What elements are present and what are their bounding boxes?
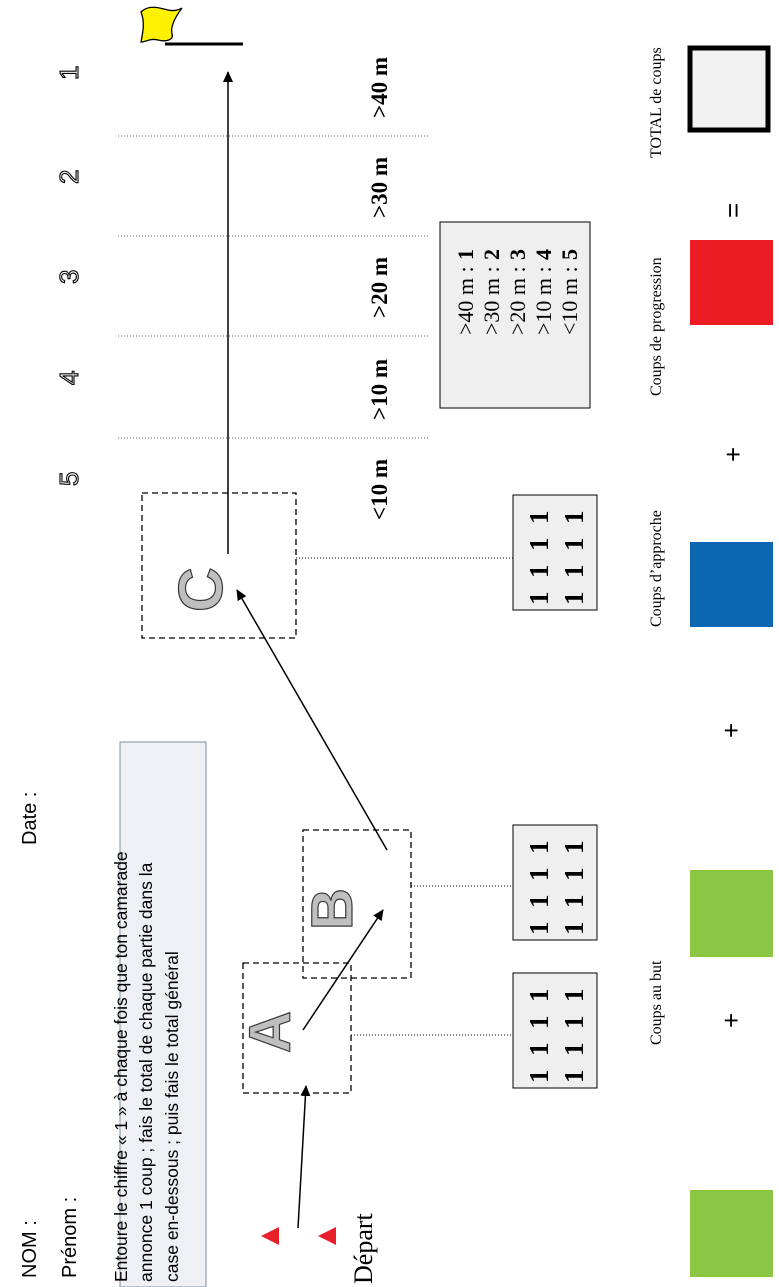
plus-sign: + — [718, 447, 748, 462]
tally-digit[interactable]: 1 — [524, 1043, 554, 1057]
legend-distance: <10 m : — [557, 266, 582, 335]
equals-sign: = — [718, 203, 748, 218]
legend-distance: >30 m : — [479, 266, 504, 335]
flag-icon — [140, 6, 243, 46]
legend-value: 3 — [505, 249, 530, 260]
header-section: NOM : Prénom : Date : Entoure le chiffre… — [19, 741, 207, 1287]
score-box-blue[interactable] — [690, 542, 773, 627]
path-arrow-start-a — [297, 1085, 311, 1229]
instruction-line-2: annonce 1 coup ; fais le total de chaque… — [136, 862, 156, 1282]
station-letter-c: C — [167, 567, 236, 612]
tally-box-a — [512, 972, 598, 1089]
legend-value: 1 — [453, 249, 478, 260]
zone-distances: <10 m >10 m >20 m >30 m >40 m — [367, 57, 392, 520]
scoring-section: Coups au but Coups d’approche Coups de p… — [648, 45, 773, 1277]
tally-digit[interactable]: 1 — [559, 1070, 589, 1084]
zone-number: 2 — [54, 170, 84, 184]
zone-numbers: 5 4 3 2 1 — [53, 65, 84, 487]
legend-value: 2 — [479, 249, 504, 260]
tally-box-c — [512, 494, 598, 611]
tally-digit[interactable]: 1 — [559, 868, 589, 882]
zone-distance: >10 m — [367, 359, 392, 420]
start-marker-icon — [261, 1227, 279, 1245]
tally-box-b — [512, 824, 598, 941]
tally-digit[interactable]: 1 — [524, 1016, 554, 1030]
nom-label: NOM : — [19, 1220, 41, 1278]
station-box-a — [242, 962, 352, 1094]
tally-digit[interactable]: 1 — [524, 895, 554, 909]
instruction-box — [119, 741, 207, 1287]
tally-digit[interactable]: 1 — [559, 538, 589, 552]
tally-digit[interactable]: 1 — [559, 895, 589, 909]
depart-label: Départ — [349, 1212, 378, 1284]
legend-distance: >20 m : — [505, 266, 530, 335]
tally-digit[interactable]: 1 — [524, 538, 554, 552]
tally-digit[interactable]: 1 — [524, 868, 554, 882]
legend-distance: >10 m : — [531, 266, 556, 335]
tally-digit[interactable]: 1 — [559, 989, 589, 1003]
zone-separators — [118, 135, 430, 439]
tally-digit[interactable]: 1 — [559, 1043, 589, 1057]
score-box-green[interactable] — [690, 870, 773, 957]
tally-digit[interactable]: 1 — [524, 592, 554, 606]
tally-digit[interactable]: 1 — [524, 1070, 554, 1084]
zone-distance: <10 m — [367, 459, 392, 520]
coups-au-but-label: Coups au but — [648, 960, 665, 1045]
legend-distance: >40 m : — [453, 266, 478, 335]
legend-value: 4 — [531, 249, 556, 260]
path-arrow-b-c — [236, 589, 388, 851]
tally-digit[interactable]: 1 — [559, 592, 589, 606]
zone-number: 3 — [54, 270, 84, 284]
plus-sign: + — [716, 723, 746, 738]
tally-digit[interactable]: 1 — [524, 989, 554, 1003]
date-label: Date : — [19, 792, 41, 845]
coups-approche-label: Coups d’approche — [648, 510, 665, 627]
tally-digit[interactable]: 1 — [559, 1016, 589, 1030]
zone-distance: >40 m — [367, 57, 392, 118]
zone-number: 1 — [54, 66, 84, 80]
course-section: Départ A B C — [140, 6, 412, 1284]
tally-digits: 1 1 1 1 1 1 1 1 1 1 1 1 1 1 1 1 1 1 1 1 … — [524, 511, 589, 1084]
station-box-b — [302, 829, 412, 979]
tally-digit[interactable]: 1 — [524, 922, 554, 936]
score-box-green[interactable] — [690, 1190, 773, 1277]
coups-progression-label: Coups de progression — [648, 257, 665, 396]
tally-digit[interactable]: 1 — [559, 565, 589, 579]
zone-distance: >30 m — [367, 157, 392, 218]
tally-digit[interactable]: 1 — [524, 511, 554, 525]
distance-legend: >40 m : >30 m : >20 m : >10 m : <10 m : … — [439, 221, 591, 409]
station-letter-a: A — [238, 1011, 303, 1053]
zone-number: 5 — [54, 472, 84, 486]
legend-value: 5 — [557, 249, 582, 260]
instruction-line-1: Entoure le chiffre « 1 » à chaque fois q… — [111, 851, 131, 1282]
instruction-line-3: case en-dessous ; puis fais le total gén… — [162, 951, 182, 1282]
tally-digit[interactable]: 1 — [559, 511, 589, 525]
zone-distance: >20 m — [367, 257, 392, 318]
score-box-total[interactable] — [687, 45, 771, 133]
tally-section: 1 1 1 1 1 1 1 1 1 1 1 1 1 1 1 1 1 1 1 1 … — [296, 494, 598, 1089]
score-box-red[interactable] — [690, 240, 773, 325]
start-marker-icon — [318, 1227, 336, 1245]
plus-sign: + — [716, 1013, 746, 1028]
tally-digit[interactable]: 1 — [524, 565, 554, 579]
tally-digit[interactable]: 1 — [524, 841, 554, 855]
total-label: TOTAL de coups — [648, 47, 665, 158]
legend-box — [439, 221, 591, 409]
tally-digit[interactable]: 1 — [559, 841, 589, 855]
station-box-c — [141, 492, 297, 639]
zone-number: 4 — [54, 371, 84, 385]
tally-digit[interactable]: 1 — [559, 922, 589, 936]
path-arrow-a-b — [302, 909, 384, 1031]
prenom-label: Prénom : — [59, 1197, 81, 1278]
station-letter-b: B — [300, 888, 365, 930]
